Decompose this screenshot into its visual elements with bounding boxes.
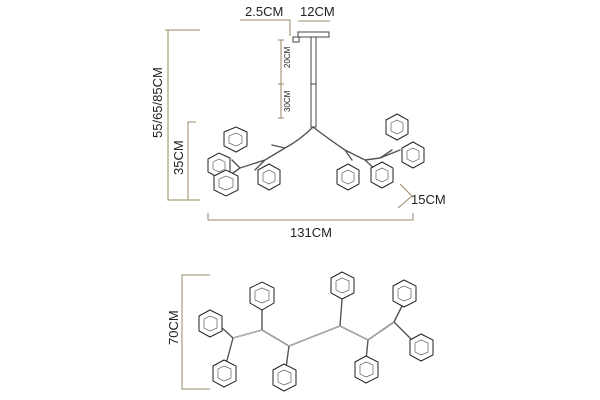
- total-heights-label: 55/65/85CM: [150, 67, 165, 138]
- top-globe-2: [330, 271, 355, 300]
- side-globe-7: [385, 113, 409, 141]
- side-globe-3: [213, 169, 239, 197]
- top-view: 70CM: [166, 271, 434, 392]
- canopy-width-label: 2.5CM: [245, 4, 283, 19]
- side-arm-left: [225, 126, 314, 179]
- fixture-height-dim-line: [187, 121, 196, 200]
- canopy-width-leader: [240, 19, 291, 36]
- side-globe-1: [223, 126, 248, 153]
- side-view: 20CM 30CM 55/65/85CM 35CM: [150, 29, 446, 240]
- total-width-dim-line: [207, 213, 414, 221]
- side-globe-8: [401, 141, 425, 169]
- rod-segment-b-label: 30CM: [283, 90, 292, 112]
- top-globe-5: [409, 333, 434, 362]
- canopy-diameter-label: 12CM: [300, 4, 335, 19]
- top-globe-6: [212, 359, 237, 388]
- side-globe-4: [257, 163, 281, 191]
- depth-label: 15CM: [411, 192, 446, 207]
- depth-dim-line: [397, 183, 413, 209]
- rod-segment-a-label: 20CM: [283, 46, 292, 68]
- top-globe-7: [272, 363, 297, 392]
- side-globe-5: [336, 163, 360, 191]
- top-globe-1: [249, 281, 275, 311]
- top-view-depth-dim-line: [181, 274, 210, 390]
- top-globe-3: [392, 279, 417, 308]
- top-arm-frame: [219, 299, 415, 369]
- top-globe-4: [198, 309, 223, 338]
- canopy-dimension-group: 2.5CM 12CM: [240, 4, 335, 36]
- top-arm-frame-inner: [232, 321, 395, 347]
- canopy-stem: [292, 36, 300, 43]
- top-view-depth-label: 70CM: [166, 310, 181, 345]
- side-globe-6: [370, 161, 394, 189]
- side-arm-right: [312, 126, 401, 173]
- top-globe-8: [354, 355, 379, 384]
- suspension-rod: [310, 36, 317, 128]
- total-height-dim-line: [167, 30, 200, 201]
- fixture-height-label: 35CM: [171, 140, 186, 175]
- total-width-label: 131CM: [290, 225, 332, 240]
- canopy-plate: [297, 31, 330, 38]
